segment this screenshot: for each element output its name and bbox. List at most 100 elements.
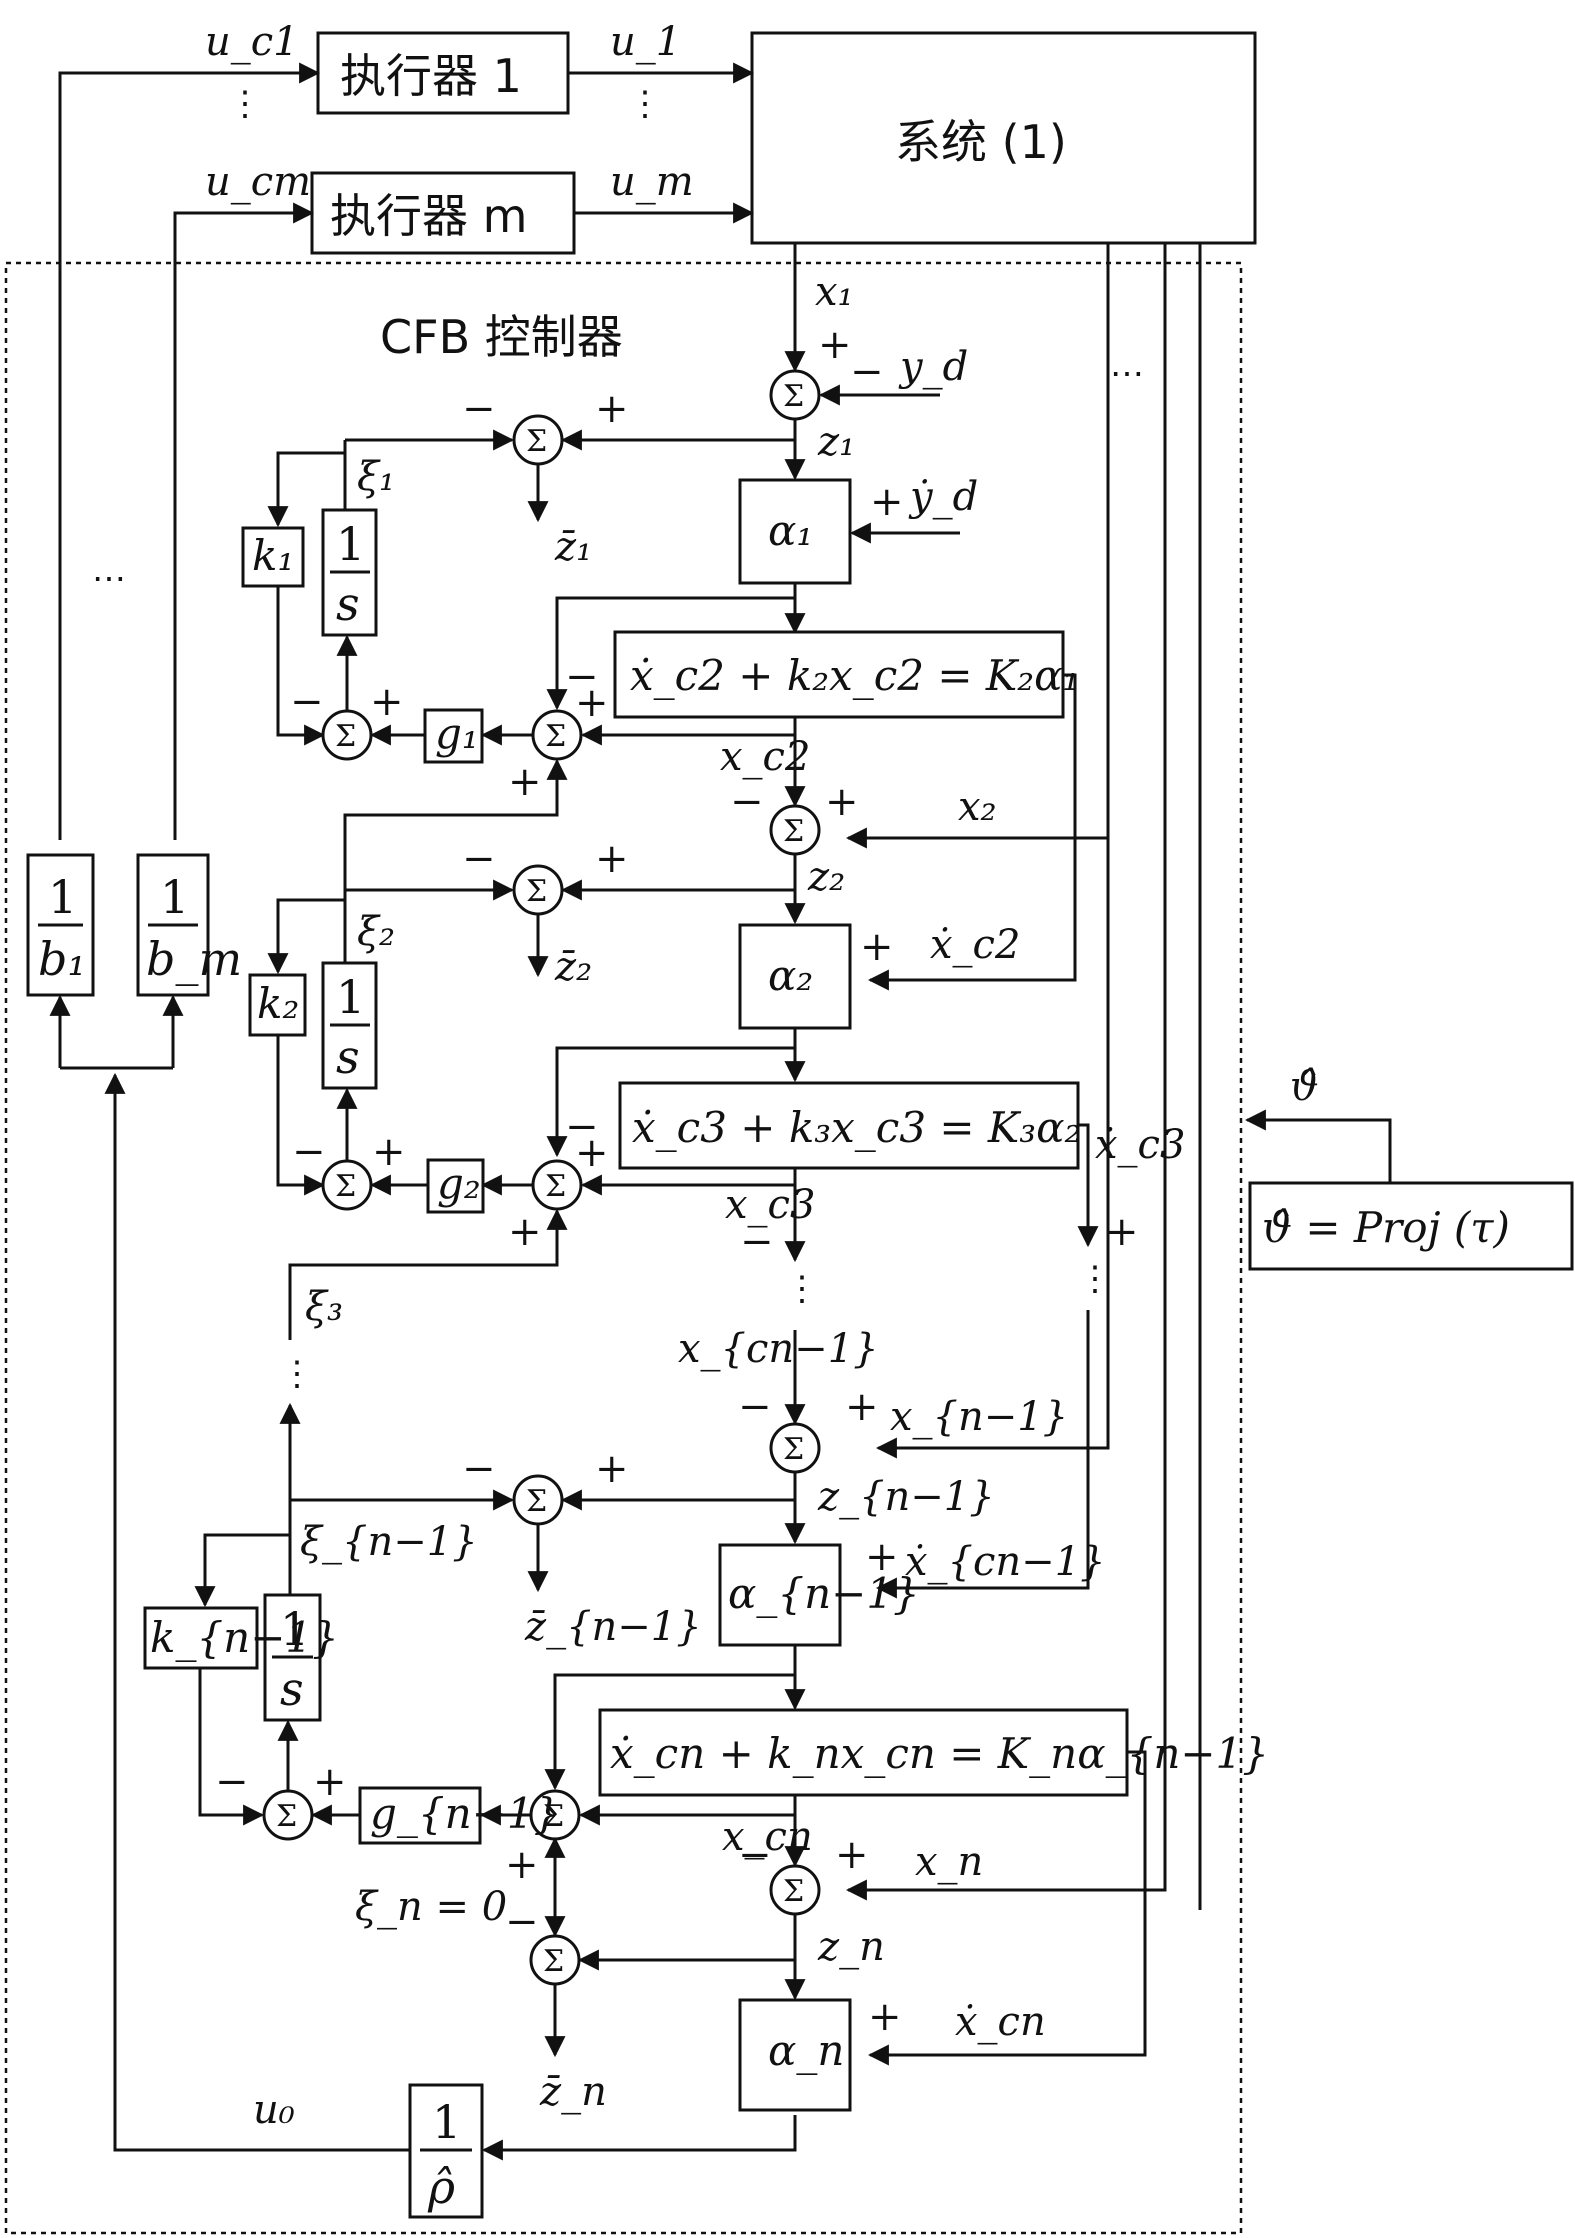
u1-label: u_1 (610, 19, 681, 65)
yd-label: y_d (898, 344, 968, 390)
g2-block (426, 1158, 485, 1214)
sum-1-minus: − (850, 349, 884, 395)
sum-g1-in-minus: − (565, 654, 599, 700)
integrator-n1-denominator: s (280, 1662, 304, 1716)
k1-label: k₁ (252, 531, 294, 580)
sum-gn1-in-symbol: Σ (543, 1799, 564, 1834)
xi2-to-k2-line (267, 898, 345, 975)
sum-z2-bar-minus: − (462, 836, 496, 882)
xcn1-dot-line (875, 1310, 1090, 1599)
inv-rho-denominator: ρ̂ (427, 2160, 455, 2214)
integrator-1-denominator: s (336, 577, 360, 631)
xc2-dot-label: ẋ_c2 (930, 922, 1020, 968)
alpha-2-to-sum-line (546, 1046, 795, 1158)
gn1-label: g_{n−1} (370, 1789, 560, 1838)
sum-1-plus: + (818, 322, 852, 368)
sum-zn1-bar-symbol: Σ (526, 1484, 547, 1519)
integrator-2-denominator: s (336, 1030, 360, 1084)
xc3-dot-plus: + (1105, 1209, 1139, 1255)
ucm-signal-line (173, 202, 315, 840)
xcn1-dot-label: ẋ_{cn−1} (905, 1539, 1106, 1585)
sum-xi2-in-minus: − (292, 1129, 326, 1175)
kn1-to-sum-line (198, 1668, 265, 1826)
xcn-dot-label: ẋ_cn (955, 1999, 1046, 2045)
xc3-vdots: ⋮ (785, 1269, 821, 1309)
sum-xi1-in-minus: − (290, 679, 324, 725)
sum-xi-n1-in-plus: + (313, 1759, 347, 1805)
inv-rho-numerator: 1 (432, 2095, 461, 2149)
inv-bm-denominator: b_m (146, 932, 242, 986)
zn-bar-label: z̄_n (539, 2069, 607, 2115)
controller-title: CFB 控制器 (380, 310, 623, 364)
alpha-1-label: α₁ (768, 506, 813, 555)
xcn1-label: x_{cn−1} (678, 1326, 879, 1372)
sum-n-plus: + (835, 1832, 869, 1878)
xc2-dot-line (867, 673, 1077, 991)
system-label: 系统 (1) (895, 115, 1067, 169)
g2-label: g₂ (437, 1159, 481, 1208)
z1-bar-label: z̄₁ (554, 524, 592, 570)
yd-dot-label: ẏ_d (908, 474, 978, 520)
alpha-1-block (738, 478, 852, 585)
theta-hat-line (1244, 1109, 1392, 1183)
alpha-n-block (738, 1998, 852, 2112)
sum-g2-in-plus: + (575, 1130, 609, 1176)
xi-n-label: ξ_n = 0 (355, 1884, 507, 1930)
k2-label: k₂ (257, 979, 299, 1028)
z1-label: z₁ (817, 419, 855, 465)
sum-z2-bar-symbol: Σ (526, 874, 547, 909)
alpha-2-label: α₂ (768, 951, 813, 1000)
sum-z1-bar-minus: − (462, 386, 496, 432)
filter-n-label: ẋ_cn + k_nx_cn = K_nα_{n−1} (610, 1729, 1269, 1778)
state-dots: ⋯ (1110, 354, 1146, 394)
alpha-n-to-rho-line (481, 2115, 797, 2161)
inv-b1-numerator: 1 (48, 870, 77, 924)
sum-z2-bar-plus: + (595, 836, 629, 882)
sum-g1-in-symbol: Σ (545, 719, 566, 754)
sum-z1-bar-plus: + (595, 386, 629, 432)
xi3-label: ξ₃ (305, 1284, 343, 1330)
xi2-label: ξ₂ (357, 909, 395, 955)
sum-n1-minus: − (738, 1384, 772, 1430)
zn1-bar-label: z̄_{n−1} (524, 1604, 702, 1650)
sum-xi1-in-plus: + (370, 679, 404, 725)
integrator-2-numerator: 1 (336, 970, 365, 1024)
sum-1-symbol: Σ (783, 379, 804, 414)
xc2-label: x_c2 (720, 734, 810, 780)
inv-b1-denominator: b₁ (38, 932, 86, 986)
sum-xi-n1-in-symbol: Σ (276, 1799, 297, 1834)
g1-block (423, 708, 484, 764)
gn1-block (358, 1786, 482, 1845)
sum-xi1-in-symbol: Σ (335, 719, 356, 754)
alpha-n1-to-sum-line (544, 1673, 795, 1791)
k1-block (241, 526, 305, 588)
xi-n-minus: − (505, 1899, 539, 1945)
projection-label: ϑ̂ = Proj (τ) (1262, 1203, 1510, 1252)
x2-label: x₂ (958, 784, 997, 830)
xn1-label: x_{n−1} (890, 1394, 1068, 1440)
x2-feedback-line (845, 243, 1110, 849)
x1-label: x₁ (815, 269, 854, 315)
xc3-dot-vdots: ⋮ (1078, 1259, 1114, 1299)
xc3-dot-label: ẋ_c3 (1095, 1122, 1185, 1168)
zn-label: z_n (817, 1924, 885, 1970)
um-label: u_m (610, 159, 694, 205)
k1-to-sum-line (276, 586, 326, 746)
actuator-vdots-left: ⋮ (228, 84, 264, 124)
sum-g2-in-minus: − (565, 1104, 599, 1150)
sum-n-minus: − (738, 1832, 772, 1878)
xc3-minus: − (740, 1219, 774, 1265)
u0-signal-line (104, 1072, 420, 2152)
b-blocks-dots: ⋯ (92, 559, 128, 599)
ucm-label: u_cm (205, 159, 311, 205)
sum-2-symbol: Σ (783, 814, 804, 849)
sum-g1-in-plus-2: + (508, 759, 542, 805)
alpha-1-to-sum-line (546, 596, 795, 711)
sum-n1-symbol: Σ (783, 1432, 804, 1467)
xc3-label: x_c3 (725, 1182, 815, 1228)
sum-g2-in-symbol: Σ (545, 1169, 566, 1204)
filter-3-label: ẋ_c3 + k₃x_c3 = K₃α₂ (632, 1103, 1081, 1152)
sum-g1-in-plus: + (575, 680, 609, 726)
controller-boundary (4, 261, 1243, 2235)
theta-hat-label: ϑ̂ (1290, 1064, 1319, 1110)
